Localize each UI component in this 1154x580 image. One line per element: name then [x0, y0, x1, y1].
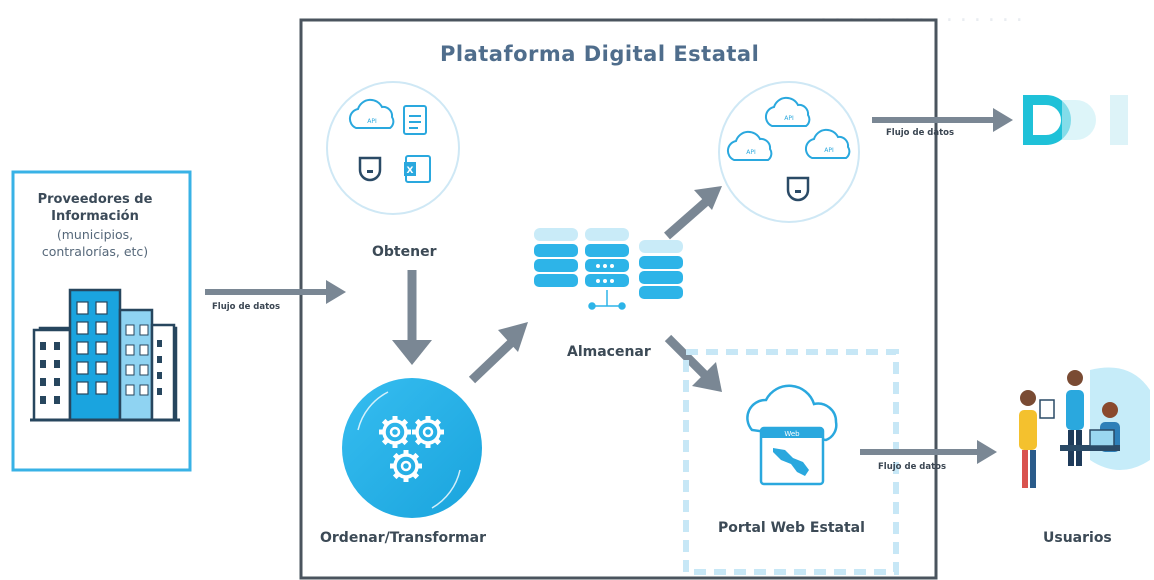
flow-label-provider: Flujo de datos: [212, 302, 281, 312]
store-label: Almacenar: [567, 344, 651, 360]
network-icon: [588, 290, 626, 310]
cloud-api-icon-1: API: [764, 96, 811, 127]
pdn-logo: [1023, 95, 1128, 145]
spreadsheet-icon: X: [404, 155, 431, 183]
cloud-api-icon-2: API: [726, 130, 773, 161]
database-dots-icon: [596, 264, 614, 283]
platform-title: Plataforma Digital Estatal: [440, 42, 760, 66]
svg-text:API: API: [784, 115, 794, 122]
arrow-store-to-portal: [664, 334, 722, 392]
svg-text:API: API: [746, 149, 756, 156]
portal-dashed-frame: [683, 349, 899, 575]
obtain-circle: [326, 81, 460, 215]
rotate-arrows-icon: [357, 391, 461, 509]
flow-label-api: Flujo de datos: [886, 128, 955, 138]
arrow-store-to-api: [664, 186, 722, 240]
users-label: Usuarios: [1043, 530, 1112, 546]
cloud-api-icon-3: API: [804, 128, 851, 159]
svg-text:Web: Web: [784, 430, 800, 438]
api-circle: [718, 81, 860, 223]
arrow-api-to-pdn: [872, 108, 1013, 132]
building-icon: [30, 288, 180, 422]
cloud-api-icon: API: [348, 98, 395, 129]
arrow-obtain-to-transform: [392, 270, 432, 365]
provider-subtitle: (municipios, contralorías, etc): [41, 227, 149, 259]
svg-text:API: API: [367, 118, 377, 125]
shield-icon: [358, 156, 382, 182]
web-portal-icon: Web: [746, 384, 838, 486]
arrow-transform-to-store: [468, 322, 528, 384]
obtain-label: Obtener: [372, 244, 437, 260]
users-illustration: [1019, 367, 1150, 488]
arrow-provider-to-platform: [205, 280, 346, 304]
provider-title: Proveedores de Información: [37, 192, 153, 224]
shield-icon-2: [786, 176, 810, 202]
transform-label: Ordenar/Transformar: [320, 530, 486, 546]
document-icon: [403, 105, 427, 135]
svg-text:X: X: [407, 166, 414, 176]
portal-label: Portal Web Estatal: [718, 520, 865, 536]
transform-circle: [342, 378, 482, 518]
flow-label-portal: Flujo de datos: [878, 462, 947, 472]
svg-text:API: API: [824, 147, 834, 154]
arrow-portal-to-users: [860, 440, 997, 464]
